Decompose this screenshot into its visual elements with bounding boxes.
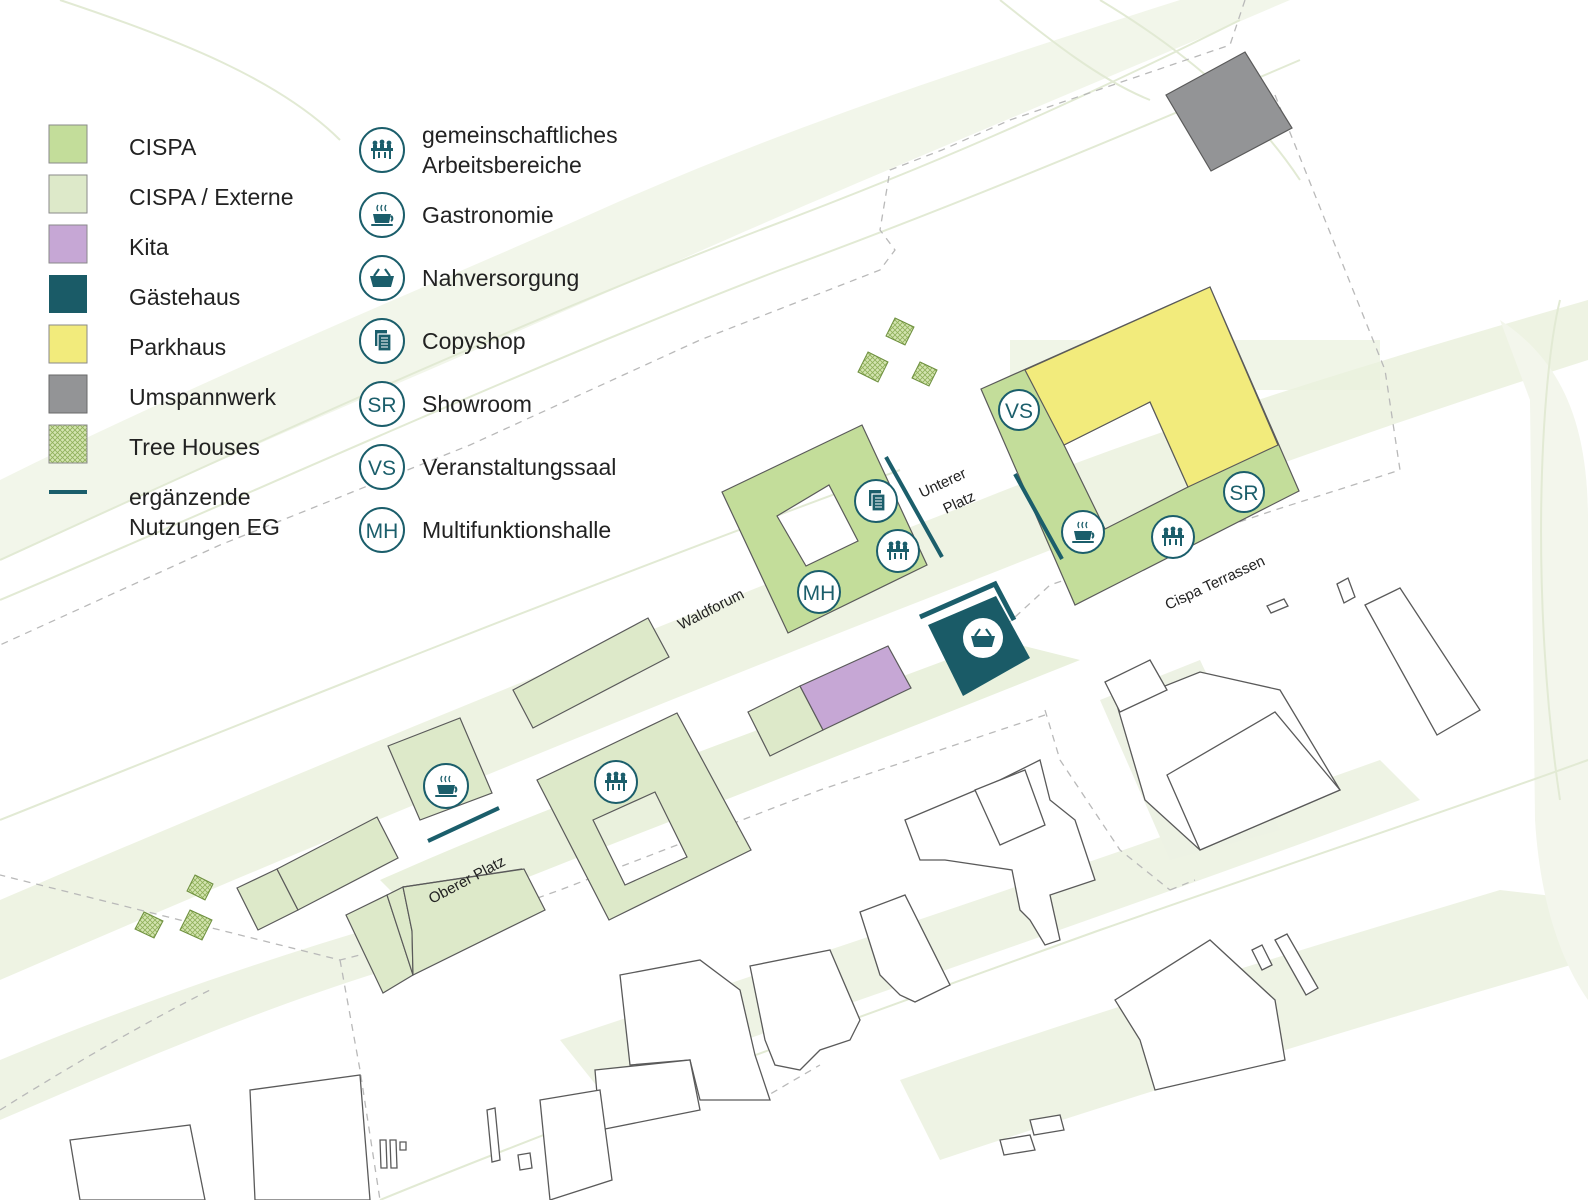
legend-item-cispa: CISPA (48, 124, 197, 164)
legend-label: Veranstaltungssaal (422, 454, 616, 480)
tree-house (885, 317, 915, 346)
legend-item-showroom: SR Showroom (359, 381, 532, 427)
legend-item-gastronomie: Gastronomie (359, 192, 554, 238)
swatch-cispa (48, 124, 88, 164)
legend-item-multifunktionshalle: MH Multifunktionshalle (359, 507, 611, 553)
legend-item-gaestehaus: Gästehaus (49, 275, 240, 313)
legend-item-nahversorgung: Nahversorgung (359, 255, 579, 301)
legend-item-ergaenzende: ergänzende Nutzungen EG (49, 484, 280, 540)
swatch-gaestehaus (49, 275, 87, 313)
legend-label: Parkhaus (129, 334, 226, 360)
tree-house (911, 361, 938, 387)
legend-label: Nahversorgung (422, 265, 579, 291)
legend-label-line2: Arbeitsbereiche (422, 152, 582, 178)
vs-marker-label: VS (1005, 400, 1033, 423)
vs-marker[interactable]: VS (998, 389, 1040, 431)
legend-label: Umspannwerk (129, 384, 276, 410)
mh-marker[interactable]: MH (797, 570, 841, 614)
existing-buildings (69, 577, 1481, 1200)
legend-label-line2: Nutzungen EG (129, 514, 280, 540)
kita-building (799, 645, 912, 731)
swatch-tree-houses (48, 424, 88, 464)
workspace-marker[interactable] (594, 760, 638, 804)
gaestehaus-accent-line (918, 580, 1017, 622)
ergaenzende-nutzungen-lines (427, 456, 1064, 843)
umspannwerk-building (1165, 51, 1293, 172)
legend-item-cispa-externe: CISPA / Externe (48, 174, 293, 214)
legend-label: Tree Houses (129, 434, 260, 460)
legend-item-umspannwerk: Umspannwerk (48, 374, 276, 414)
legend-label: ergänzende (129, 484, 251, 510)
gastronomie-marker[interactable] (1061, 510, 1105, 554)
cispa-buildings (721, 286, 1300, 634)
tree-house (179, 909, 213, 941)
legend-label: CISPA (129, 134, 197, 160)
tree-house (134, 911, 164, 939)
showroom-icon: SR (359, 381, 405, 427)
legend-label: CISPA / Externe (129, 184, 293, 210)
legend-item-kita: Kita (48, 224, 169, 264)
svg-text:MH: MH (366, 520, 399, 543)
multi-hall-icon: MH (359, 507, 405, 553)
workspace-marker[interactable] (876, 529, 920, 573)
legend-label: Gästehaus (129, 284, 240, 310)
legend-label: Showroom (422, 391, 532, 417)
legend-right: gemeinschaftliches Arbeitsbereiche Gastr… (359, 122, 618, 553)
gastronomie-marker[interactable] (423, 763, 469, 809)
event-hall-icon: VS (359, 444, 405, 490)
legend-label: Multifunktionshalle (422, 517, 611, 543)
sr-marker-label: SR (1229, 482, 1258, 505)
legend-item-copyshop: Copyshop (359, 318, 526, 364)
sr-marker[interactable]: SR (1223, 471, 1265, 513)
legend-item-tree-houses: Tree Houses (48, 424, 260, 464)
legend-item-parkhaus: Parkhaus (48, 324, 226, 364)
swatch-umspannwerk (48, 374, 88, 414)
legend-label: gemeinschaftliches (422, 122, 618, 148)
legend-label: Kita (129, 234, 169, 260)
tree-houses (134, 317, 938, 941)
mh-marker-label: MH (803, 582, 836, 605)
line-ergaenzende (49, 490, 87, 494)
workspace-marker[interactable] (1151, 515, 1195, 559)
legend-label: Copyshop (422, 328, 526, 354)
swatch-kita (48, 224, 88, 264)
svg-text:SR: SR (367, 394, 396, 417)
legend-label: Gastronomie (422, 202, 554, 228)
tree-house (186, 874, 214, 901)
cispa-terrassen-label: Cispa Terrassen (1163, 553, 1268, 614)
copyshop-marker[interactable] (854, 479, 898, 523)
swatch-cispa-externe (48, 174, 88, 214)
legend-left: CISPA CISPA / Externe Kita Gästehaus Par… (48, 124, 293, 540)
swatch-parkhaus (48, 324, 88, 364)
legend-item-workspace: gemeinschaftliches Arbeitsbereiche (359, 122, 618, 178)
legend-item-veranstaltungssaal: VS Veranstaltungssaal (359, 444, 616, 490)
tree-house (857, 351, 889, 383)
nahversorgung-marker[interactable] (963, 618, 1003, 658)
svg-text:VS: VS (368, 457, 396, 480)
